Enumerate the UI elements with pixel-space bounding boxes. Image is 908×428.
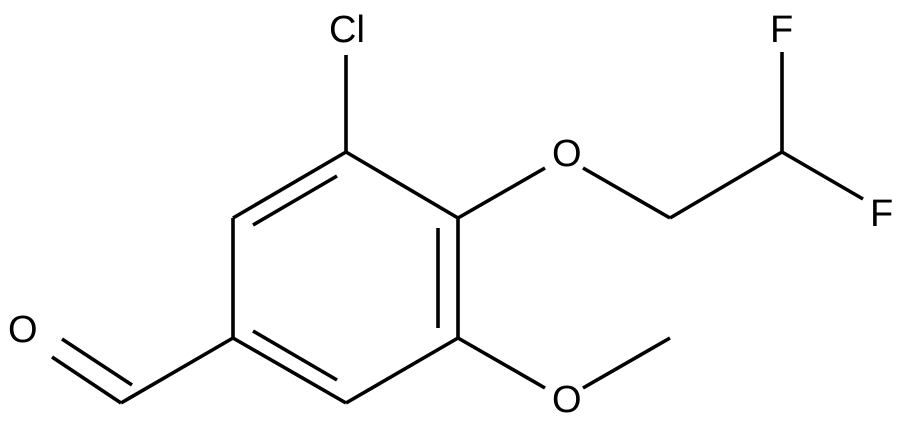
ring-bond-c1-c2-inner [252,174,338,227]
bond-cho-o-double-b [61,337,133,387]
bond-ch2-chf2 [669,150,783,220]
bond-o-methoxy-ch3 [582,336,671,390]
atom-label-fluorine-top: F [770,9,793,51]
bond-c5-o-methoxy [457,336,546,390]
atom-label-methoxy-oxygen: O [552,379,582,421]
ring-bond-c1-c2 [232,150,347,220]
bond-o-ether-ch2 [582,166,671,220]
ring-bond-c6-c1 [345,150,459,220]
ring-bond-c3-c4-inner [252,329,338,382]
atom-label-fluorine-right: F [870,193,893,235]
ring-bond-c3-c4 [232,336,347,405]
atom-label-chlorine: Cl [329,9,365,51]
bond-c3-cho [120,336,234,405]
bond-chf2-f-right [781,150,864,201]
atom-label-aldehyde-oxygen: O [8,309,38,351]
ring-bond-c4-c5 [345,336,459,405]
bond-cho-o-double-a [51,355,122,405]
atom-label-ether-oxygen: O [552,133,582,175]
bond-c6-o-ether [457,166,546,220]
